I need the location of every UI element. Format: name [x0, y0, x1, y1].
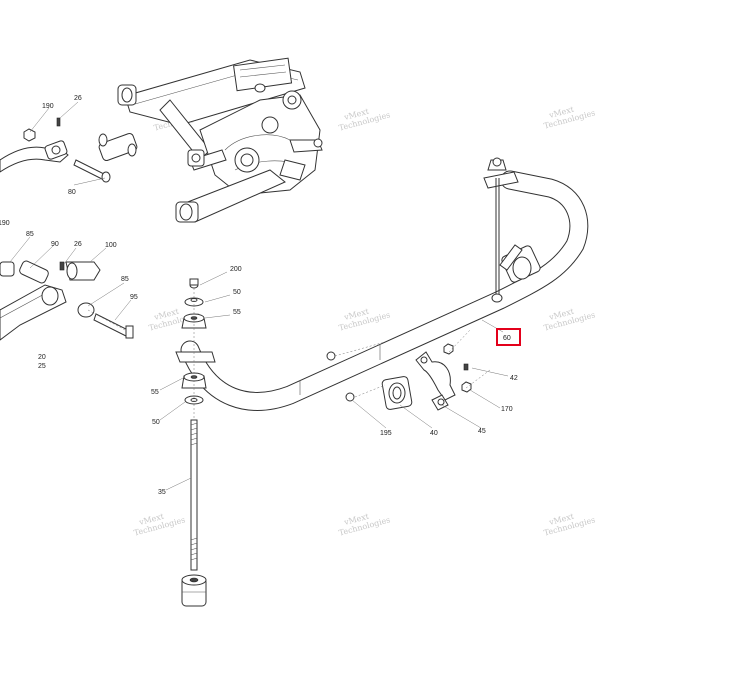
watermark: vMext Technologies: [543, 512, 596, 538]
callout-42[interactable]: 42: [510, 375, 518, 382]
callout-40[interactable]: 40: [430, 430, 438, 437]
bar-clamp-assembly: [326, 343, 472, 411]
callout-55[interactable]: 55: [233, 309, 241, 316]
watermark: vMext Technologies: [543, 307, 596, 333]
highlight-box: [496, 328, 521, 346]
callout-85[interactable]: 85: [121, 276, 129, 283]
watermark: vMext Technologies: [338, 512, 391, 538]
callout-50[interactable]: 50: [233, 289, 241, 296]
callout-190[interactable]: 190: [0, 220, 10, 227]
callout-60[interactable]: 60: [503, 335, 511, 342]
callout-95[interactable]: 95: [130, 294, 138, 301]
upper-left-arm: [0, 117, 111, 183]
callout-100[interactable]: 100: [105, 242, 117, 249]
callout-55[interactable]: 55: [151, 389, 159, 396]
callout-80[interactable]: 80: [68, 189, 76, 196]
watermark: vMext Technologies: [133, 512, 186, 538]
leader-lines: [9, 101, 509, 491]
lower-left-arm: [0, 260, 134, 341]
callout-45[interactable]: 45: [478, 428, 486, 435]
callout-170[interactable]: 170: [501, 406, 513, 413]
callout-200[interactable]: 200: [230, 266, 242, 273]
callout-35[interactable]: 35: [158, 489, 166, 496]
rear-frame: [98, 57, 323, 223]
callout-26[interactable]: 26: [74, 241, 82, 248]
watermark: vMext Technologies: [543, 105, 596, 131]
callout-90[interactable]: 90: [51, 241, 59, 248]
callout-190[interactable]: 190: [42, 103, 54, 110]
callout-25[interactable]: 25: [38, 363, 46, 370]
watermark: vMext Technologies: [338, 107, 391, 133]
callout-50[interactable]: 50: [152, 419, 160, 426]
callout-195[interactable]: 195: [380, 430, 392, 437]
callout-20[interactable]: 20: [38, 354, 46, 361]
watermark: vMext Technologies: [338, 307, 391, 333]
callout-85[interactable]: 85: [26, 231, 34, 238]
right-end-link: [487, 157, 507, 303]
part-callouts: 190 26 80 190 85 90 26 100 85 95 20 25 2…: [0, 95, 518, 496]
callout-26[interactable]: 26: [74, 95, 82, 102]
stabilizer-bar: [175, 170, 589, 411]
